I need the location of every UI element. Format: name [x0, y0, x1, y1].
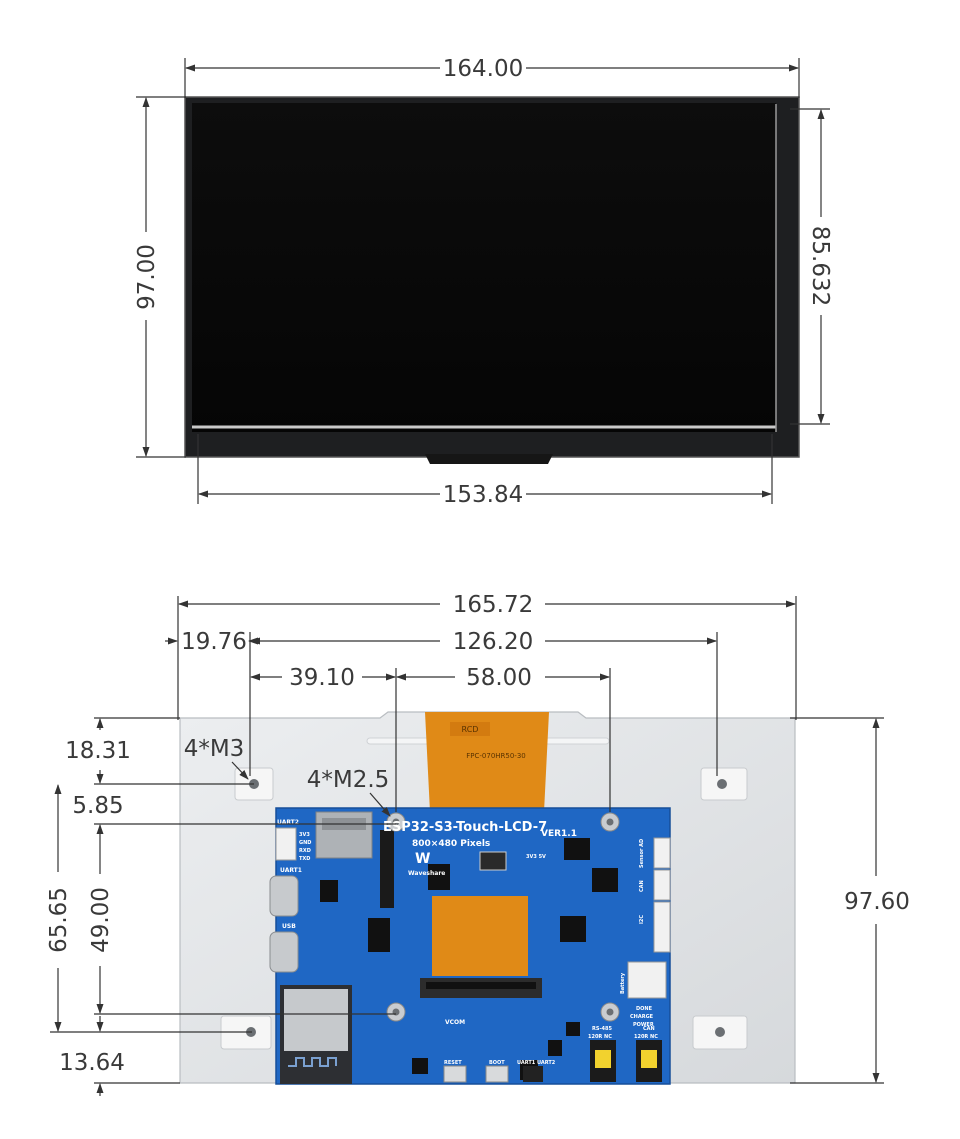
label-can-term: CAN	[643, 1026, 655, 1032]
callout-m25: 4*M2.5	[307, 767, 390, 793]
label-uart2-pin-2: RXD	[299, 848, 311, 854]
svg-text:FPC-070HR50-30: FPC-070HR50-30	[466, 752, 526, 760]
dim-total-height: 97.00	[134, 244, 160, 310]
dim-hole-offset-left: 19.76	[181, 629, 247, 655]
dim-total-width: 164.00	[443, 56, 523, 82]
label-uart2-pin-0: 3V3	[299, 832, 310, 838]
m25-hole-tr	[600, 812, 620, 832]
label-rs485: RS-485	[592, 1026, 612, 1032]
board-version: VER1.1	[541, 829, 577, 839]
board-pixels: 800×480 Pixels	[412, 839, 490, 849]
dim-m25-offset: 39.10	[289, 665, 355, 691]
bottom-view: RCD FPC-070HR50-30	[46, 592, 910, 1096]
pcb-board: ESP32-S3-Touch-LCD-7 800×480 Pixels VER1…	[269, 807, 671, 1085]
label-uart2-pin-1: GND	[299, 840, 311, 846]
label-sel: 3V3 5V	[526, 854, 546, 860]
top-view: 164.00 153.84 97.00 85.632	[134, 56, 833, 508]
label-power: POWER	[633, 1022, 654, 1028]
dim-hole-spacing-x: 126.20	[453, 629, 533, 655]
callout-m3: 4*M3	[184, 736, 245, 762]
m3-hole-br	[692, 1015, 748, 1050]
m25-hole-bl	[386, 1002, 406, 1022]
battery-connector	[627, 961, 667, 999]
label-reset: RESET	[444, 1060, 462, 1066]
label-uart1: UART1	[280, 867, 302, 874]
can-connector	[653, 869, 671, 901]
dim-hole-spacing-y: 65.65	[46, 887, 72, 953]
board-name: ESP32-S3-Touch-LCD-7	[383, 820, 547, 835]
svg-text:RCD: RCD	[462, 725, 479, 734]
sensor-ad-connector	[653, 837, 671, 869]
display-screen	[192, 103, 776, 432]
dim-m25-spacing-x: 58.00	[466, 665, 532, 691]
fpc-tab	[425, 454, 553, 464]
uart-switch	[523, 1066, 543, 1082]
dim-plate-width: 165.72	[453, 592, 533, 618]
label-can-term-sub: 120R NC	[634, 1034, 658, 1040]
dim-active-width: 153.84	[443, 482, 523, 508]
usb-usbc-port	[269, 931, 299, 973]
boot-button	[485, 1065, 509, 1083]
dim-hole-offset-bottom: 13.64	[59, 1050, 125, 1076]
dim-hole-offset-top: 18.31	[65, 738, 131, 764]
m25-hole-tl	[386, 812, 406, 832]
dim-m25-offset-top: 5.85	[72, 793, 123, 819]
label-can: CAN	[639, 880, 645, 892]
label-vcom: VCOM	[445, 1019, 465, 1026]
m25-hole-br	[600, 1002, 620, 1022]
uart1-usbc-port	[269, 875, 299, 917]
waveshare-logo: W	[415, 851, 430, 867]
label-uart2-pin-3: TXD	[299, 856, 310, 862]
m3-hole-tr	[700, 767, 748, 801]
dim-m25-spacing-y: 49.00	[88, 887, 114, 953]
label-done: DONE	[636, 1006, 653, 1012]
brand-label: Waveshare	[408, 870, 445, 877]
label-uart1-sw: UART1	[517, 1060, 536, 1066]
label-battery: Battery	[620, 972, 626, 994]
reset-button	[443, 1065, 467, 1083]
label-uart2: UART2	[277, 819, 299, 826]
label-rs485-sub: 120R NC	[588, 1034, 612, 1040]
dim-plate-height: 97.60	[844, 889, 910, 915]
i2c-connector	[653, 901, 671, 953]
label-uart2-sw: UART2	[537, 1060, 556, 1066]
label-charge: CHARGE	[630, 1014, 654, 1020]
fpc-cable: RCD FPC-070HR50-30	[425, 712, 549, 812]
label-sensor-ad: Sensor AD	[639, 839, 645, 868]
label-boot: BOOT	[489, 1060, 505, 1066]
label-usb: USB	[282, 923, 296, 930]
uart2-connector	[275, 827, 297, 861]
dim-active-height: 85.632	[807, 226, 833, 306]
label-i2c: I2C	[639, 915, 645, 924]
